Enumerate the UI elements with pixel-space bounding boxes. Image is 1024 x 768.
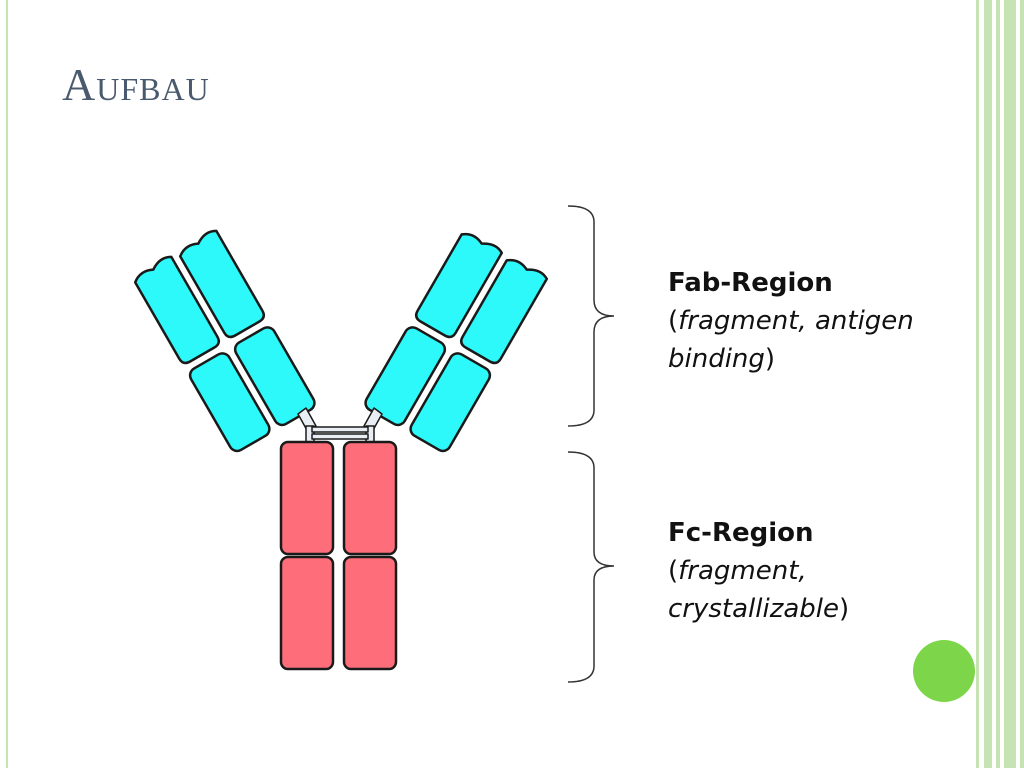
fc-region-desc: fragment, — [678, 556, 807, 586]
fc-domain — [342, 555, 398, 671]
fc-domain — [279, 440, 335, 556]
fc-region-name: Fc-Region — [668, 518, 814, 548]
fab-brace — [567, 205, 615, 427]
slide-right-stripes — [976, 0, 1024, 768]
antibody-shape — [133, 229, 549, 671]
fc-region-label: Fc-Region (fragment, crystallizable) — [668, 514, 849, 628]
fab-region-name: Fab-Region — [668, 268, 833, 298]
slide-title: Aufbau — [62, 59, 210, 110]
fc-domain — [279, 555, 335, 671]
fc-stem — [279, 440, 398, 671]
fab-domain — [133, 255, 221, 365]
fab-domain — [409, 352, 492, 453]
fab-region-desc: fragment, antigen — [678, 306, 914, 336]
fc-brace — [567, 451, 615, 683]
fab-domain — [233, 326, 316, 427]
fab-domain — [414, 232, 504, 339]
fab-region-label: Fab-Region (fragment, antigen binding) — [668, 264, 914, 378]
fc-domain — [342, 440, 398, 556]
fab-domain — [364, 326, 447, 427]
decorative-green-dot — [913, 640, 975, 702]
fab-domain — [188, 352, 271, 453]
left-fab-arm — [133, 229, 316, 453]
fab-domain — [178, 229, 266, 339]
slide-left-border — [6, 0, 8, 768]
hinge — [297, 407, 383, 443]
fab-domain — [459, 258, 549, 365]
right-fab-arm — [364, 232, 549, 453]
